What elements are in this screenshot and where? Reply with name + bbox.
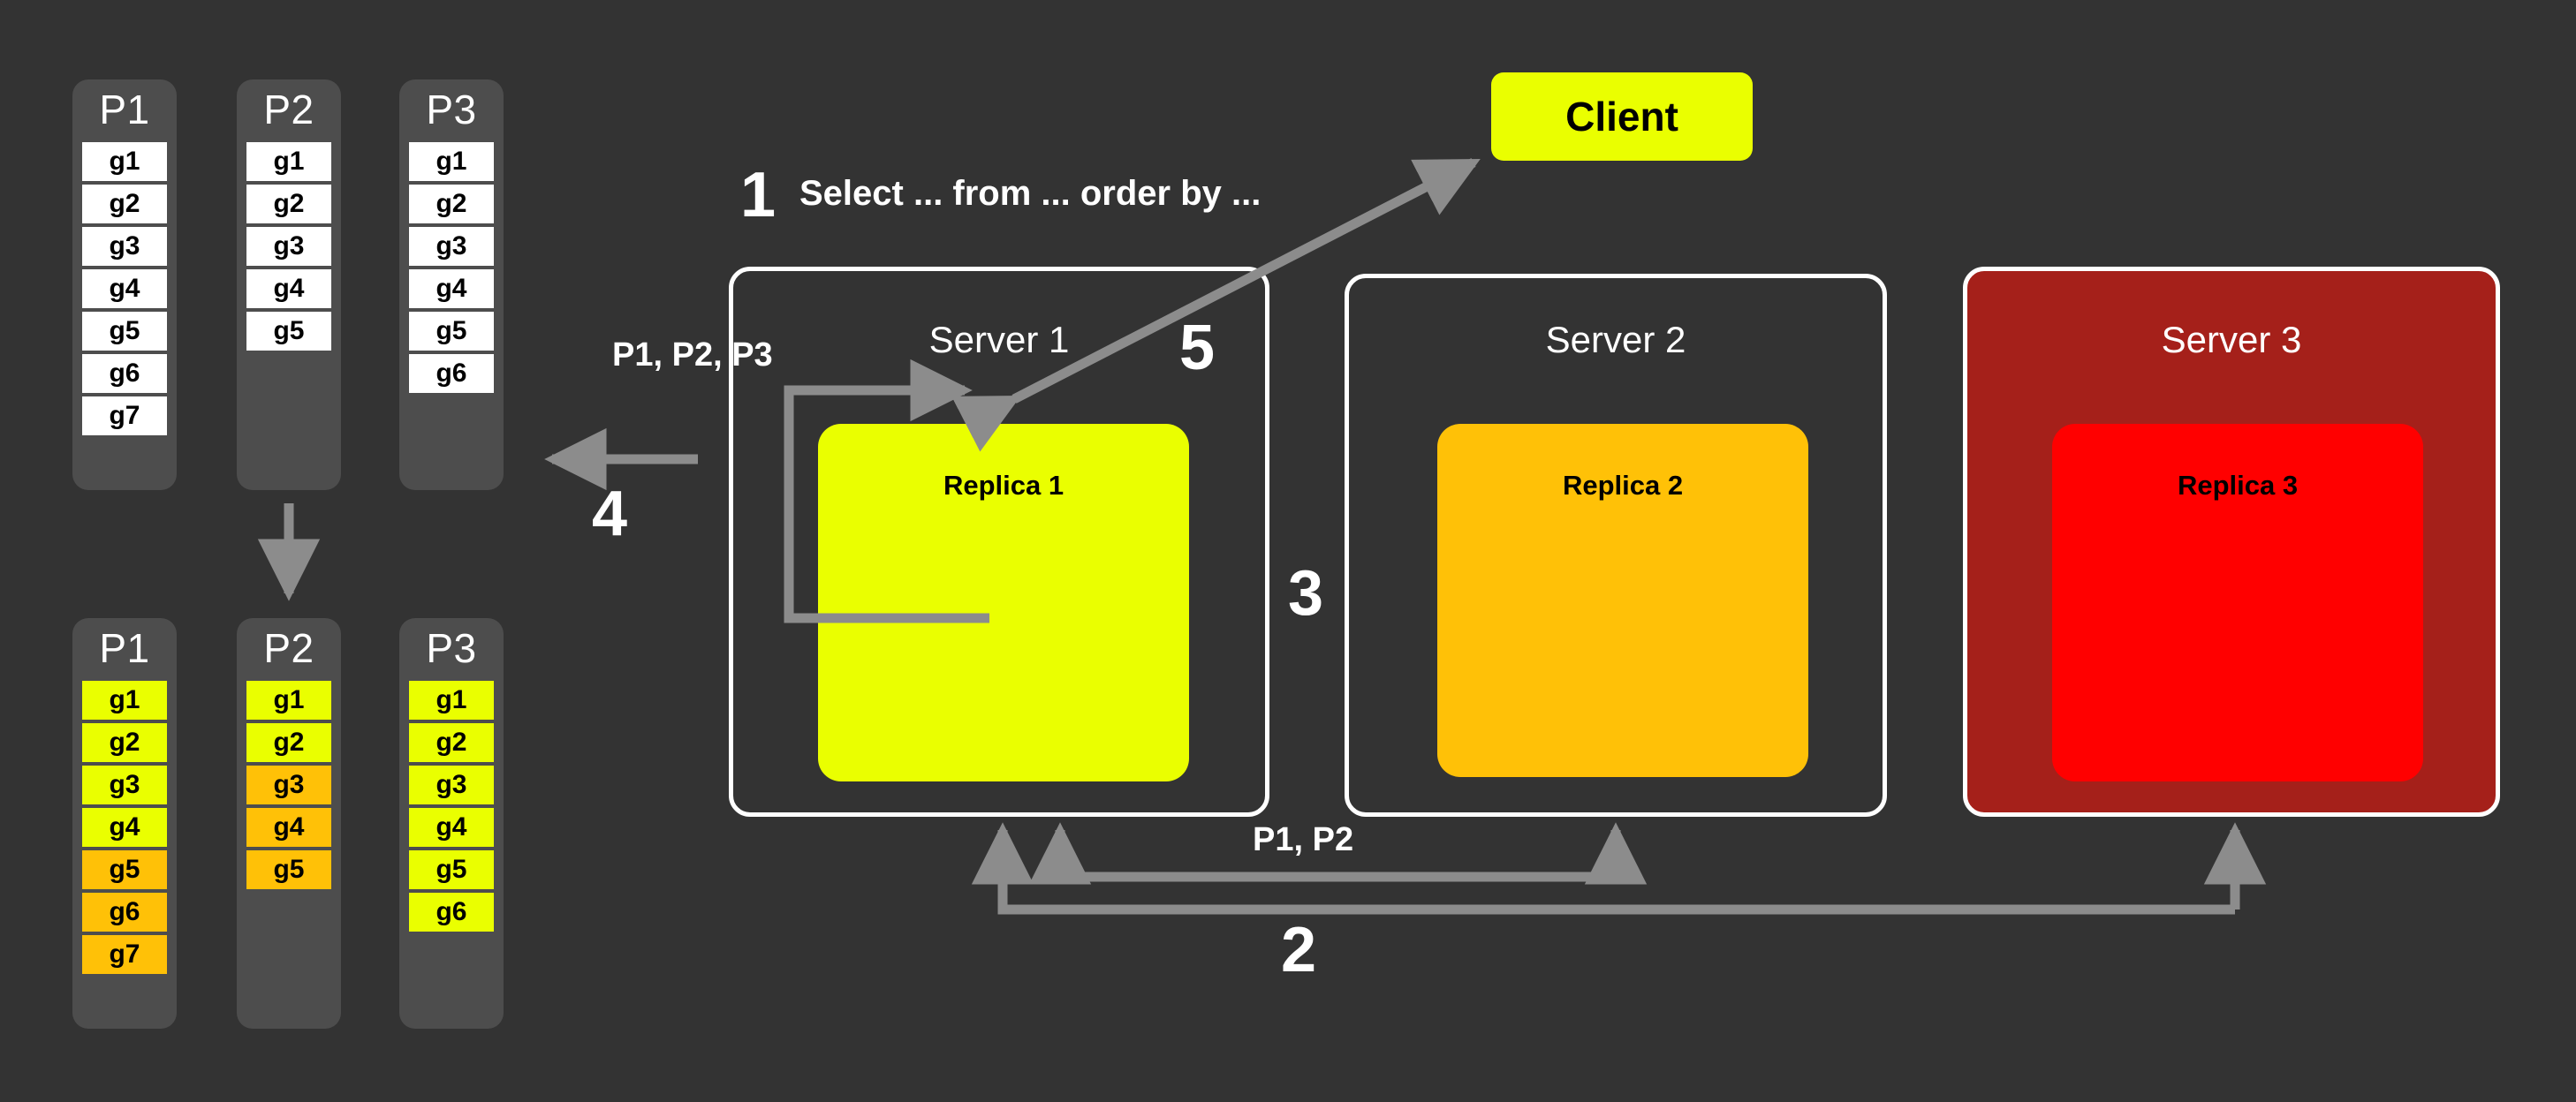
- partition-cell: g5: [409, 849, 494, 889]
- replica-3-box[interactable]: Replica 3: [2052, 424, 2423, 781]
- partition-cell: g1: [409, 680, 494, 720]
- partition-cell: g3: [82, 765, 167, 804]
- server-2-title: Server 2: [1545, 319, 1686, 360]
- partition-cell: g5: [246, 849, 331, 889]
- partition-cell: g1: [82, 680, 167, 720]
- partition-title: P3: [426, 87, 477, 132]
- partition-cell: g4: [82, 268, 167, 308]
- partition-cell-list: g1 g2 g3 g4 g5 g6 g7: [81, 141, 168, 435]
- partition-cell: g4: [246, 268, 331, 308]
- server-2-box[interactable]: Server 2 Replica 2: [1345, 274, 1887, 817]
- partition-cell: g2: [82, 722, 167, 762]
- query-text-label: Select ... from ... order by ...: [799, 174, 1261, 213]
- partition-bottom-p1: P1 g1 g2 g3 g4 g5 g6 g7: [72, 618, 177, 1029]
- partition-top-p3: P3 g1 g2 g3 g4 g5 g6: [399, 79, 504, 490]
- partition-cell: g5: [82, 849, 167, 889]
- partition-cell: g4: [409, 268, 494, 308]
- partition-cell: g6: [82, 353, 167, 393]
- partition-cell: g4: [82, 807, 167, 847]
- partition-cell: g2: [246, 184, 331, 223]
- server-3-title: Server 3: [2161, 319, 2302, 360]
- partition-cell: g3: [82, 226, 167, 266]
- partition-cell: g7: [82, 396, 167, 435]
- partition-cell-list: g1 g2 g3 g4 g5 g6: [408, 680, 495, 932]
- partition-bottom-p2: P2 g1 g2 g3 g4 g5: [237, 618, 341, 1029]
- partition-title: P1: [99, 87, 150, 132]
- partition-top-p2: P2 g1 g2 g3 g4 g5: [237, 79, 341, 490]
- partition-cell: g1: [246, 680, 331, 720]
- step-number-3: 3: [1288, 558, 1324, 629]
- step-number-1: 1: [740, 160, 777, 230]
- step-number-2: 2: [1281, 915, 1317, 985]
- partition-cell: g3: [246, 226, 331, 266]
- replica-1-label: Replica 1: [943, 470, 1064, 501]
- server-3-box[interactable]: Server 3 Replica 3: [1963, 267, 2500, 817]
- partition-cell: g3: [409, 765, 494, 804]
- partition-cell: g3: [409, 226, 494, 266]
- partition-title: P2: [263, 87, 314, 132]
- replica-2-box[interactable]: Replica 2: [1437, 424, 1808, 777]
- partition-cell: g2: [246, 722, 331, 762]
- partition-cell: g6: [82, 892, 167, 932]
- client-node[interactable]: Client: [1491, 72, 1753, 161]
- partition-title: P1: [99, 625, 150, 671]
- partition-cell: g7: [82, 934, 167, 974]
- partition-title: P3: [426, 625, 477, 671]
- partition-cell-list: g1 g2 g3 g4 g5: [246, 141, 332, 351]
- flow-label-bottom-transfer: P1, P2: [1253, 821, 1354, 858]
- replica-3-label: Replica 3: [2177, 470, 2299, 501]
- replica-2-label: Replica 2: [1562, 470, 1684, 501]
- partition-cell: g6: [409, 892, 494, 932]
- partition-cell: g5: [246, 311, 331, 351]
- partition-title: P2: [263, 625, 314, 671]
- partition-cell: g4: [246, 807, 331, 847]
- partition-cell: g4: [409, 807, 494, 847]
- step-number-4: 4: [592, 479, 628, 549]
- arrow-server3-to-server1: [971, 822, 2235, 915]
- partition-cell: g3: [246, 765, 331, 804]
- partition-cell: g2: [409, 722, 494, 762]
- partition-cell-list: g1 g2 g3 g4 g5 g6 g7: [81, 680, 168, 974]
- partition-cell-list: g1 g2 g3 g4 g5 g6: [408, 141, 495, 393]
- partition-top-p1: P1 g1 g2 g3 g4 g5 g6 g7: [72, 79, 177, 490]
- partition-cell-list: g1 g2 g3 g4 g5: [246, 680, 332, 889]
- step-number-5: 5: [1179, 313, 1216, 383]
- partition-cell: g5: [82, 311, 167, 351]
- flow-label-server1-out: P1, P2, P3: [612, 336, 773, 374]
- replica-1-box[interactable]: Replica 1: [818, 424, 1189, 781]
- partition-cell: g1: [246, 141, 331, 181]
- partition-cell: g5: [409, 311, 494, 351]
- partition-cell: g6: [409, 353, 494, 393]
- partition-cell: g1: [409, 141, 494, 181]
- partition-cell: g2: [409, 184, 494, 223]
- partition-cell: g1: [82, 141, 167, 181]
- partition-bottom-p3: P3 g1 g2 g3 g4 g5 g6: [399, 618, 504, 1029]
- partition-cell: g2: [82, 184, 167, 223]
